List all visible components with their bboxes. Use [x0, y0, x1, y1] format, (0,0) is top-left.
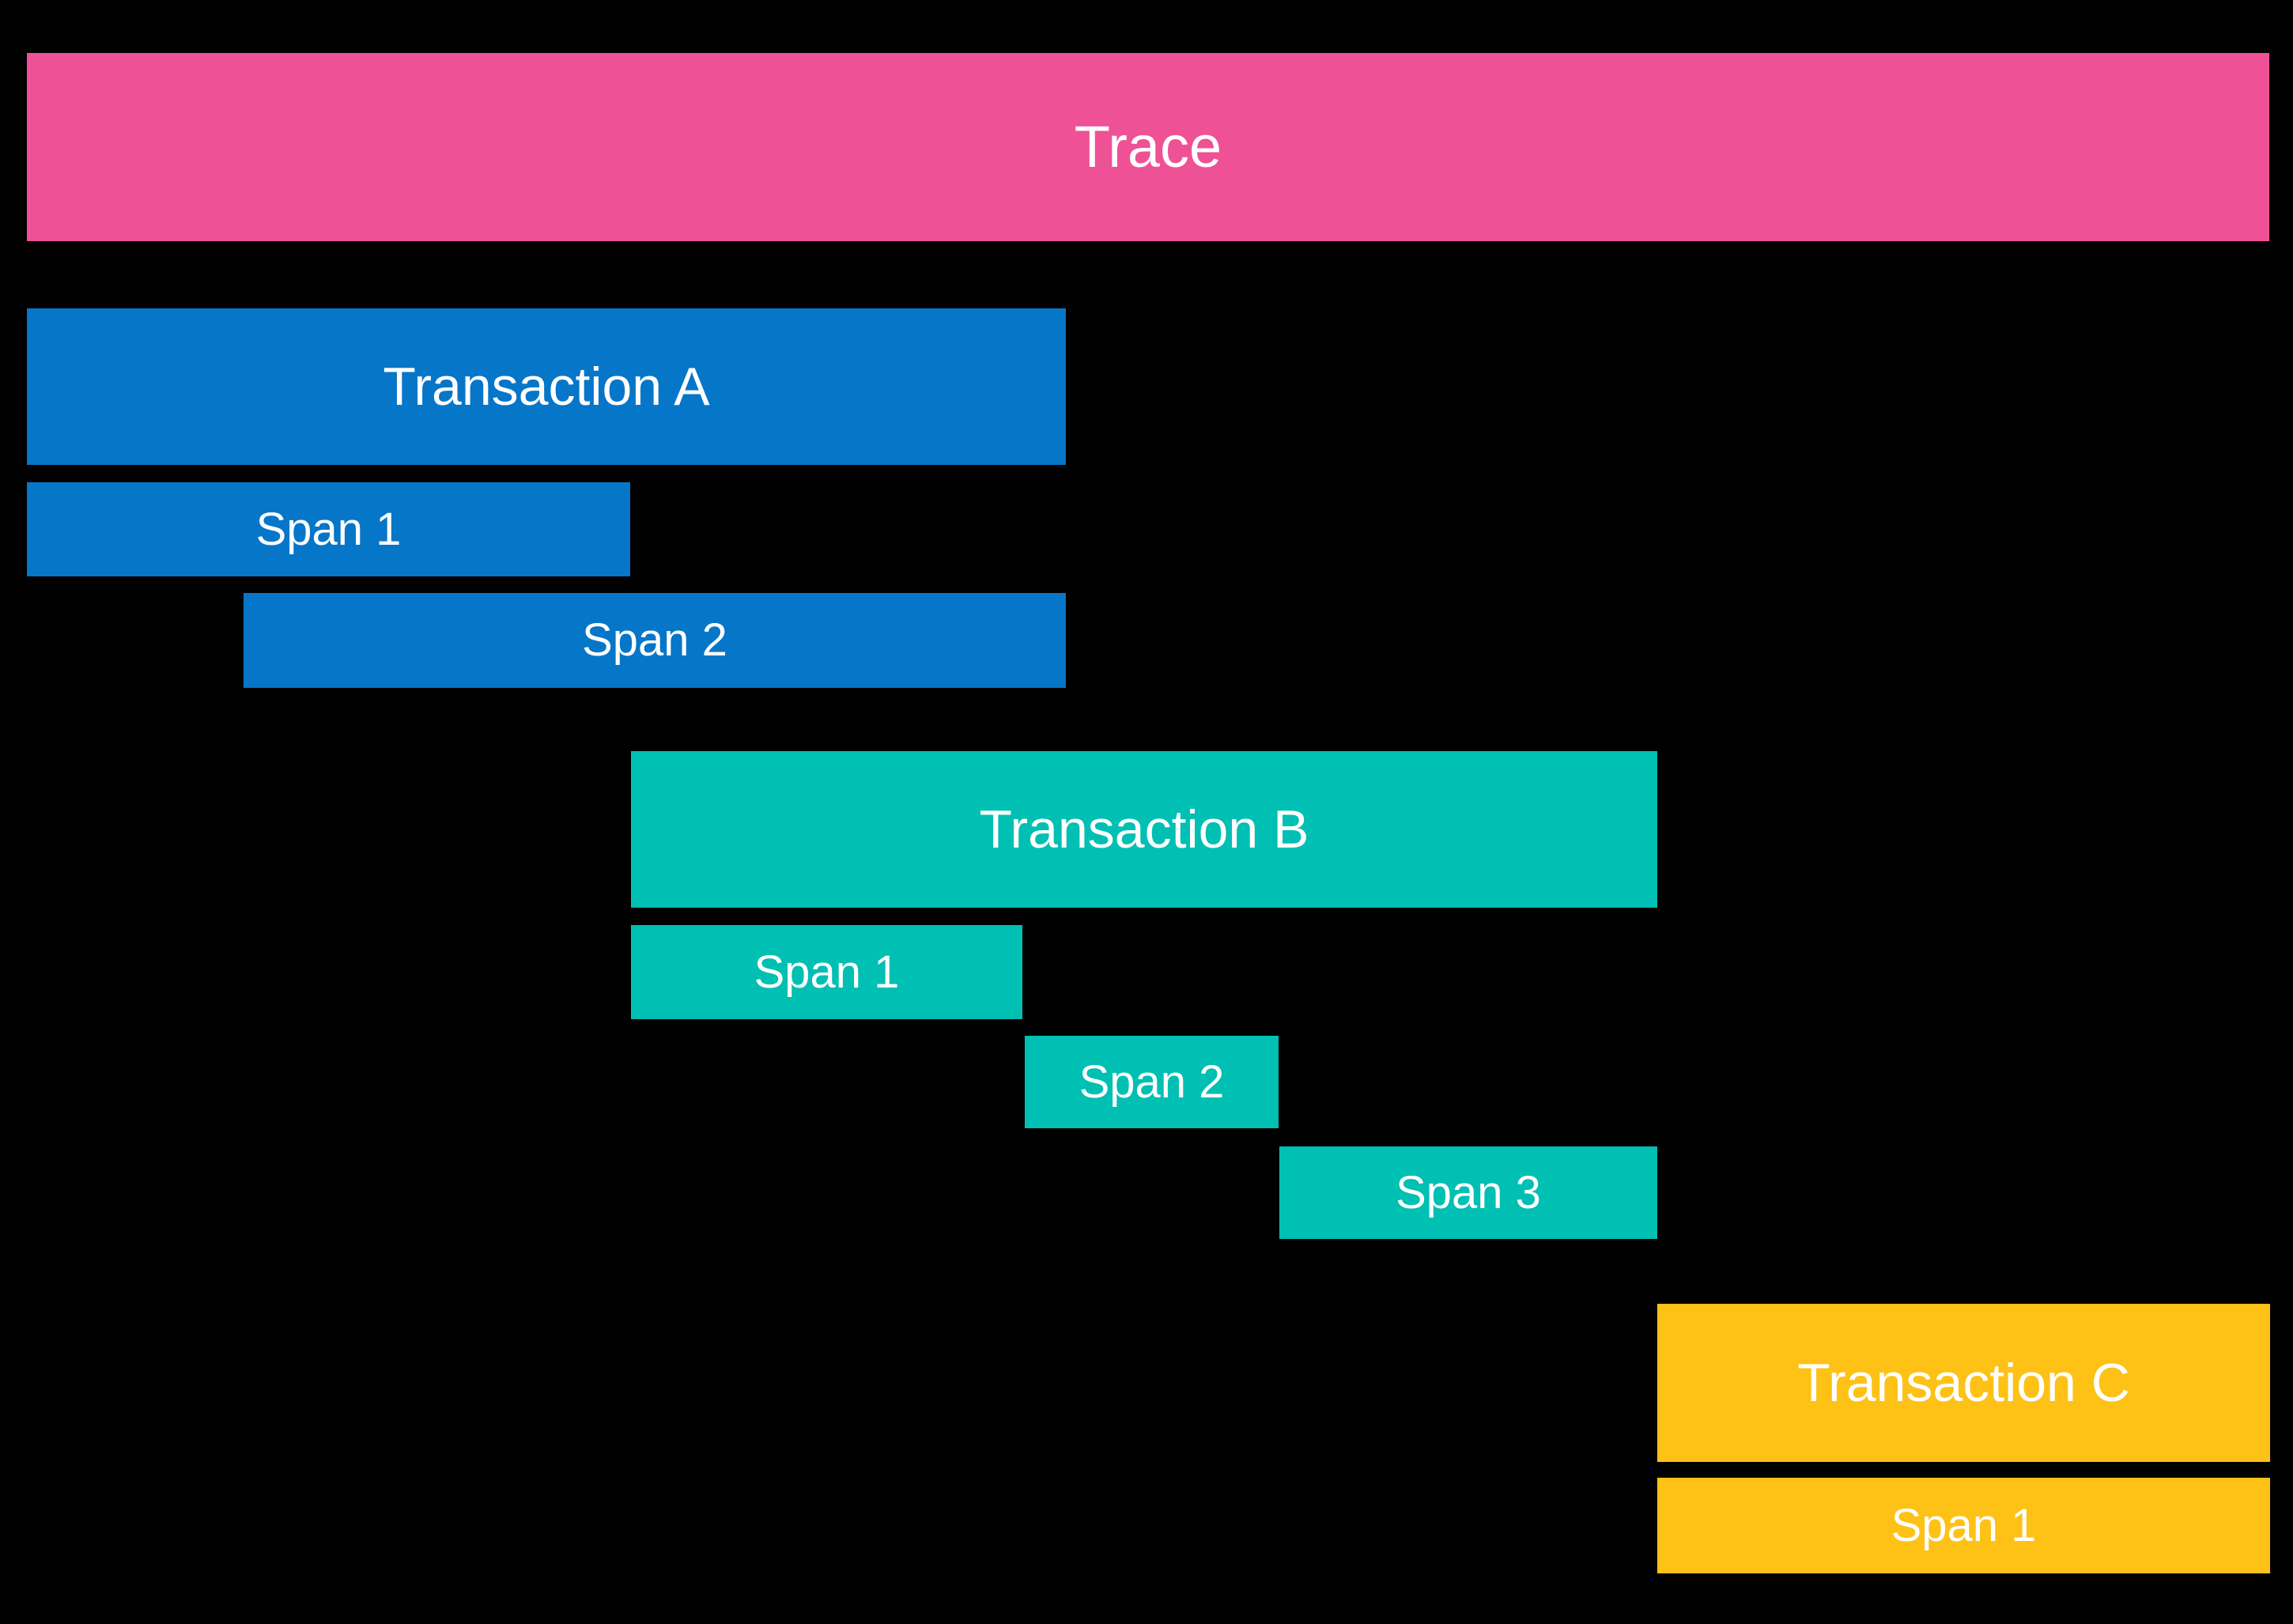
transaction-b-span-2-label: Span 2	[1079, 1056, 1225, 1108]
transaction-a-span-2-bar[interactable]: Span 2	[244, 593, 1066, 688]
transaction-b-span-1-bar[interactable]: Span 1	[631, 925, 1022, 1019]
transaction-b-span-1-label: Span 1	[754, 946, 900, 998]
transaction-b-bar[interactable]: Transaction B	[631, 751, 1657, 908]
transaction-c-span-1-bar[interactable]: Span 1	[1657, 1478, 2270, 1573]
transaction-c-bar[interactable]: Transaction C	[1657, 1304, 2270, 1462]
transaction-b-span-3-bar[interactable]: Span 3	[1279, 1146, 1657, 1239]
transaction-a-span-2-label: Span 2	[582, 614, 727, 666]
transaction-a-bar[interactable]: Transaction A	[27, 308, 1066, 465]
trace-label: Trace	[1074, 114, 1222, 179]
transaction-a-span-1-label: Span 1	[255, 503, 402, 555]
transaction-c-span-1-label: Span 1	[1891, 1499, 2037, 1551]
transaction-b-span-3-label: Span 3	[1396, 1166, 1541, 1218]
transaction-a-span-1-bar[interactable]: Span 1	[27, 482, 630, 576]
trace-bar[interactable]: Trace	[27, 53, 2269, 241]
transaction-a-label: Transaction A	[383, 357, 710, 417]
transaction-c-label: Transaction C	[1797, 1353, 2130, 1413]
transaction-b-label: Transaction B	[979, 799, 1309, 859]
transaction-b-span-2-bar[interactable]: Span 2	[1025, 1036, 1279, 1128]
